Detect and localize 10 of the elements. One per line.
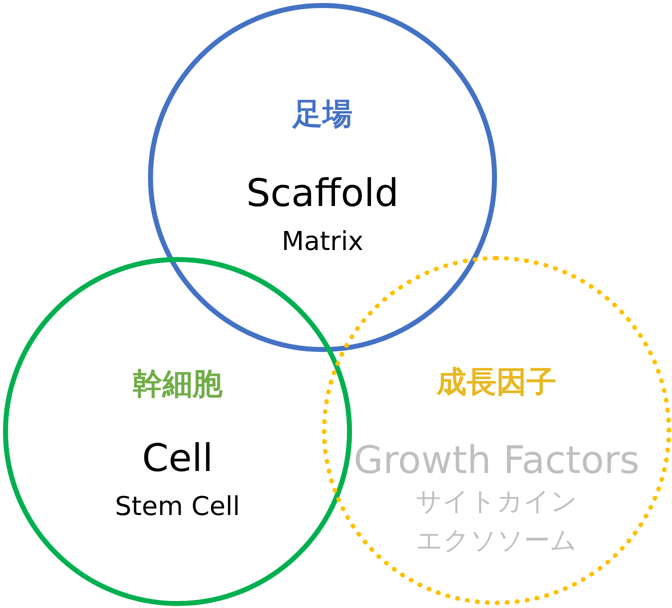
circle-subtitle: サイトカイン xyxy=(416,489,578,515)
circle-heading: 成長因子 xyxy=(436,368,556,398)
circle-title: Growth Factors xyxy=(354,441,640,479)
circle-subtitle: Stem Cell xyxy=(115,494,240,520)
circle-title: Scaffold xyxy=(246,174,399,212)
circle-heading: 足場 xyxy=(292,100,352,130)
circle-subtitle: エクソソーム xyxy=(416,528,577,554)
circle-heading: 幹細胞 xyxy=(132,370,222,400)
circle-title: Cell xyxy=(142,439,214,477)
circle-subtitle: Matrix xyxy=(282,229,364,255)
